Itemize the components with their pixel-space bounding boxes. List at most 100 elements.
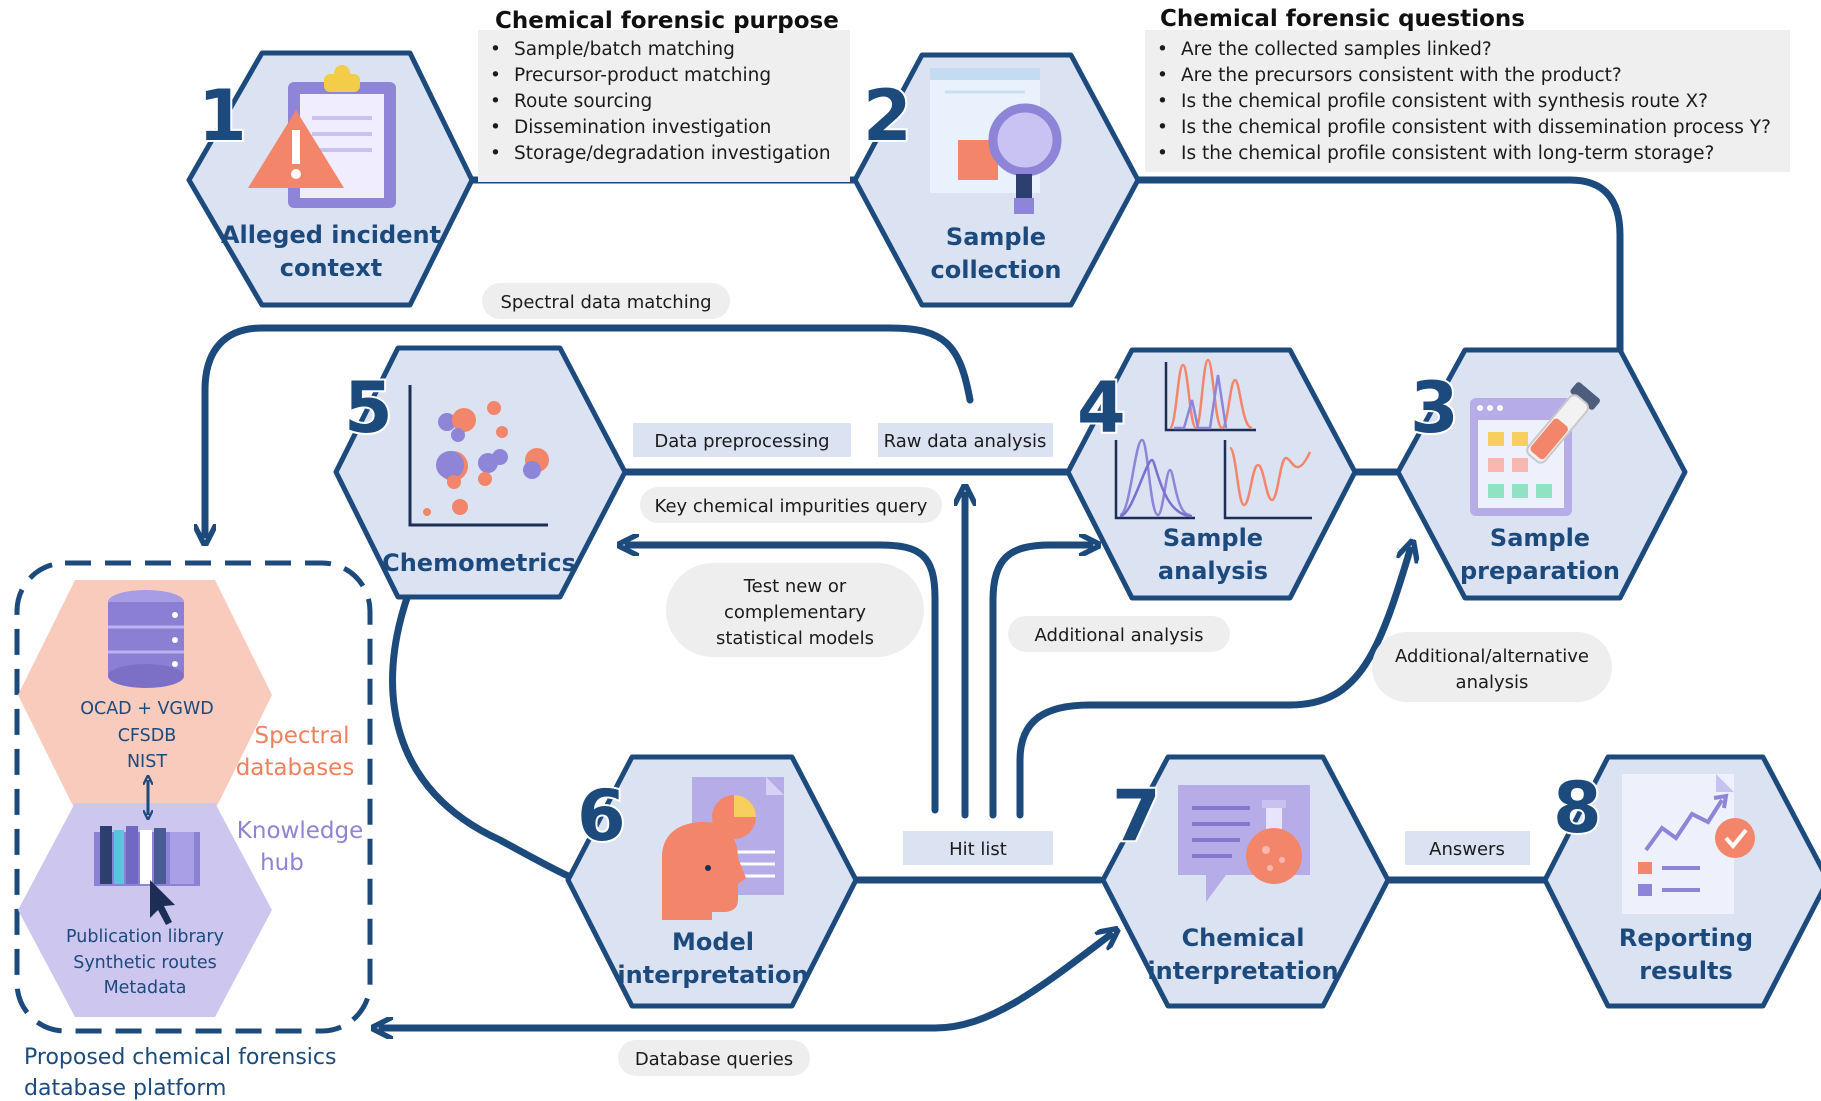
node-number: 7 — [1112, 775, 1161, 857]
node-label: interpretation — [1147, 957, 1338, 985]
node-chemical-interpretation: 7 Chemical interpretation — [1100, 754, 1391, 1009]
svg-text:•: • — [1157, 117, 1168, 138]
svg-text:•: • — [1157, 39, 1168, 60]
node-number: 8 — [1553, 767, 1602, 849]
node-label: preparation — [1460, 557, 1620, 585]
label-hit-list: Hit list — [903, 831, 1053, 865]
knowledge-hub-label: Knowledge — [237, 818, 363, 844]
questions-list: • Are the collected samples linked? • Are … — [1157, 39, 1771, 164]
books-cursor-icon — [94, 826, 200, 925]
purpose-title: Chemical forensic purpose — [495, 8, 839, 34]
database-cylinder-icon — [108, 590, 184, 688]
spectral-databases-label: Spectral — [255, 723, 350, 749]
purpose-item: Storage/degradation investigation — [514, 143, 831, 164]
questions-title: Chemical forensic questions — [1160, 6, 1525, 32]
arrow-key-impurities — [628, 545, 939, 814]
svg-text:statistical models: statistical models — [716, 628, 874, 649]
question-item: Is the chemical profile consistent with … — [1181, 143, 1714, 164]
svg-text:•: • — [490, 65, 501, 86]
svg-text:Hit list: Hit list — [949, 839, 1007, 860]
svg-text:Test new or: Test new or — [743, 576, 847, 597]
spectral-db-line: OCAD + VGWD — [80, 699, 214, 719]
node-label: interpretation — [617, 961, 808, 989]
node-label: Chemical — [1182, 924, 1305, 952]
pipette-sample-tray-icon — [1470, 382, 1600, 516]
arrow-database-queries — [382, 935, 1110, 1028]
spectra-icon — [1114, 358, 1312, 520]
report-chart-check-icon — [1622, 774, 1755, 914]
question-item: Are the collected samples linked? — [1181, 39, 1492, 60]
line-2-to-3 — [1134, 176, 1624, 356]
questions-box: Chemical forensic questions • Are the col… — [1145, 6, 1790, 172]
pill-additional-alternative: Additional/alternative analysis — [1372, 632, 1612, 702]
arrow-additional-alternative — [1016, 550, 1410, 819]
svg-text:Additional analysis: Additional analysis — [1035, 625, 1204, 646]
node-number: 3 — [1410, 367, 1459, 449]
knowledge-line: Metadata — [104, 978, 187, 998]
pill-database-queries: Database queries — [618, 1040, 810, 1076]
node-label: results — [1639, 957, 1732, 985]
node-number: 2 — [863, 75, 912, 157]
label-data-preprocessing: Data preprocessing — [633, 423, 851, 457]
svg-text:Raw data analysis: Raw data analysis — [884, 431, 1047, 452]
spectral-hex — [18, 580, 272, 810]
knowledge-hex — [18, 803, 272, 1017]
label-raw-data-analysis: Raw data analysis — [878, 423, 1053, 457]
spectral-db-line: NIST — [127, 752, 167, 772]
node-sample-preparation: 3 Sample preparation — [1395, 347, 1688, 601]
svg-text:•: • — [490, 91, 501, 112]
svg-text:•: • — [490, 143, 501, 164]
line-5-to-6-curve — [389, 591, 577, 882]
svg-text:Answers: Answers — [1429, 839, 1505, 860]
node-chemometrics: 5 Chemometrics — [333, 345, 628, 600]
arrow-spectral-matching — [205, 324, 974, 535]
node-number: 1 — [198, 75, 247, 157]
svg-text:Additional/alternative: Additional/alternative — [1395, 646, 1589, 667]
platform-caption: database platform — [24, 1076, 226, 1101]
node-label: collection — [931, 256, 1062, 284]
svg-text:analysis: analysis — [1456, 672, 1529, 693]
flask-speech-icon — [1178, 785, 1310, 902]
node-sample-analysis: 4 Sample analysis — [1065, 347, 1358, 601]
node-label: Alleged incident — [221, 221, 441, 249]
purpose-box: Chemical forensic purpose • Sample/batch … — [478, 8, 850, 182]
svg-text:•: • — [1157, 143, 1168, 164]
node-label: Sample — [946, 223, 1046, 251]
knowledge-line: Synthetic routes — [73, 953, 217, 973]
svg-text:•: • — [1157, 91, 1168, 112]
head-report-icon — [662, 777, 784, 920]
node-sample-collection: 2 Sample collection — [852, 52, 1141, 308]
purpose-list: •Sample/batch matching •Precursor-produc… — [490, 39, 831, 164]
node-number: 5 — [344, 367, 393, 449]
purpose-item: Sample/batch matching — [514, 39, 735, 60]
svg-text:•: • — [490, 39, 501, 60]
purpose-item: Dissemination investigation — [514, 117, 771, 138]
node-reporting-results: 8 Reporting results — [1542, 754, 1821, 1009]
node-label: Chemometrics — [382, 549, 576, 577]
node-label: Reporting — [1619, 924, 1753, 952]
spectral-db-line: CFSDB — [118, 726, 177, 746]
purpose-item: Route sourcing — [514, 91, 652, 112]
svg-text:Database queries: Database queries — [635, 1049, 793, 1070]
platform-caption: Proposed chemical forensics — [24, 1045, 336, 1070]
evidence-bag-magnifier-icon — [930, 68, 1062, 214]
arrow-additional-analysis — [989, 545, 1090, 819]
question-item: Is the chemical profile consistent with … — [1181, 117, 1771, 138]
knowledge-hub-label: hub — [260, 850, 304, 876]
pill-spectral-matching: Spectral data matching — [482, 283, 730, 319]
pill-additional-analysis: Additional analysis — [1008, 616, 1230, 652]
node-model-interpretation: 6 Model interpretation — [565, 754, 859, 1009]
knowledge-line: Publication library — [66, 927, 224, 947]
question-item: Are the precursors consistent with the p… — [1181, 65, 1622, 86]
database-platform: OCAD + VGWD CFSDB NIST Spectral database… — [14, 560, 373, 1101]
node-label: analysis — [1158, 557, 1268, 585]
scatter-plot-icon — [408, 385, 549, 527]
node-label: Sample — [1163, 524, 1263, 552]
svg-text:•: • — [1157, 65, 1168, 86]
node-label: context — [280, 254, 383, 282]
node-alleged-incident-context: 1 Alleged incident context — [186, 50, 475, 308]
svg-text:•: • — [490, 117, 501, 138]
connector-lines — [205, 176, 1624, 1028]
svg-text:Data preprocessing: Data preprocessing — [654, 431, 829, 452]
